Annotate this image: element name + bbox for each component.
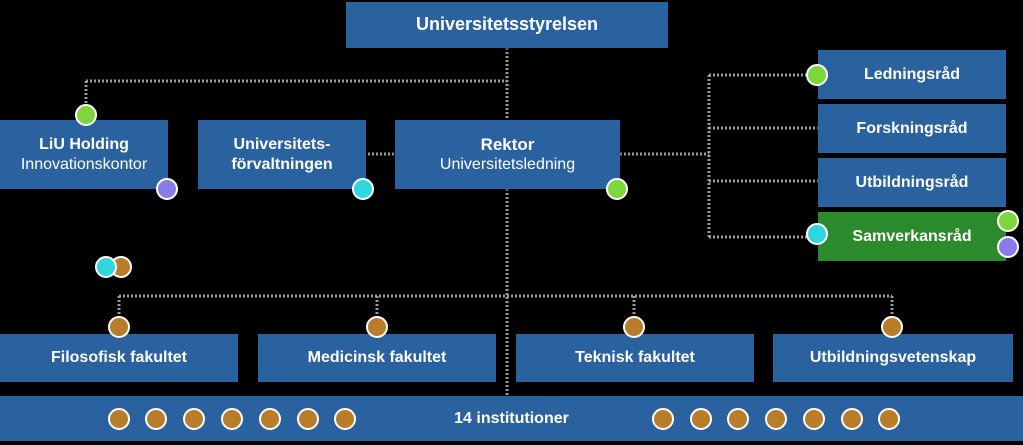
administration-line2: förvaltningen [231, 155, 333, 173]
board-box: Universitetsstyrelsen [346, 2, 668, 48]
institution-dot [334, 408, 356, 430]
faculty-box-medicinsk: Medicinsk fakultet [258, 334, 496, 382]
institutions-label: 14 institutioner [454, 409, 569, 427]
rector-box: Rektor Universitetsledning [395, 120, 620, 189]
faculty-box-utbildningsvetenskap: Utbildningsvetenskap [773, 334, 1013, 382]
marker-dot-brown [108, 316, 130, 338]
faculty-label: Filosofisk fakultet [50, 349, 188, 367]
marker-dot-brown [881, 316, 903, 338]
institution-dot [259, 408, 281, 430]
marker-dot-lime [806, 64, 828, 86]
institution-dot [727, 408, 749, 430]
holding-box: LiU Holding Innovationskontor [0, 120, 168, 189]
council-label: Ledningsråd [863, 65, 960, 83]
marker-dot-lime [606, 178, 628, 200]
institution-dot [690, 408, 712, 430]
rector-subtitle: Universitetsledning [439, 156, 576, 174]
marker-dot-purple [997, 236, 1019, 258]
holding-subtitle: Innovationskontor [20, 155, 148, 173]
marker-dot-purple [156, 178, 178, 200]
marker-dot-cyan [95, 256, 117, 278]
marker-dot-brown [366, 316, 388, 338]
institution-dot [183, 408, 205, 430]
council-box-samverkansrad: Samverkansråd [818, 212, 1006, 261]
council-label: Utbildningsråd [855, 173, 969, 191]
marker-dot-lime [75, 104, 97, 126]
board-label: Universitetsstyrelsen [415, 14, 599, 35]
faculty-label: Utbildningsvetenskap [809, 349, 977, 367]
institution-dot [841, 408, 863, 430]
institution-dot [108, 408, 130, 430]
administration-box: Universitets- förvaltningen [198, 120, 366, 189]
administration-line1: Universitets- [233, 136, 331, 154]
institution-dot [145, 408, 167, 430]
council-label: Forskningsråd [856, 119, 968, 137]
council-box-ledningsrad: Ledningsråd [818, 50, 1006, 99]
institution-dot [297, 408, 319, 430]
institution-dot [803, 408, 825, 430]
council-label: Samverkansråd [852, 227, 972, 245]
council-box-forskningsrad: Forskningsråd [818, 104, 1006, 153]
institution-dot [221, 408, 243, 430]
marker-dot-brown [623, 316, 645, 338]
faculty-label: Teknisk fakultet [575, 349, 695, 367]
marker-dot-cyan [352, 178, 374, 200]
faculty-box-filosofisk: Filosofisk fakultet [0, 334, 238, 382]
faculty-label: Medicinsk fakultet [307, 349, 447, 367]
institution-dot [878, 408, 900, 430]
holding-title: LiU Holding [39, 136, 129, 154]
council-box-utbildningsrad: Utbildningsråd [818, 158, 1006, 207]
institution-dot [765, 408, 787, 430]
marker-dot-lime [997, 210, 1019, 232]
institution-dot [652, 408, 674, 430]
faculty-box-teknisk: Teknisk fakultet [516, 334, 754, 382]
rector-title: Rektor [480, 134, 535, 154]
marker-dot-cyan [806, 223, 828, 245]
